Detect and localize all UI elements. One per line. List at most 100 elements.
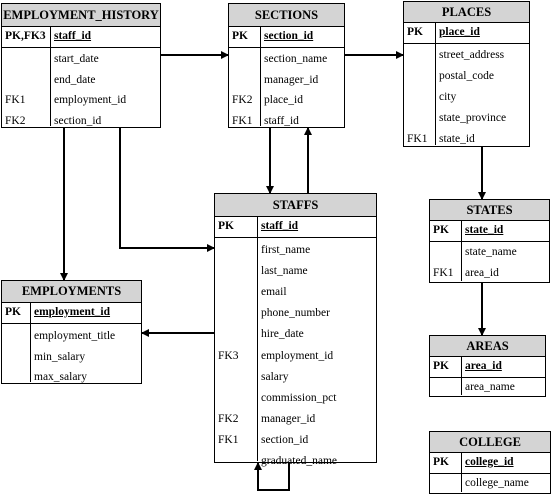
places-title: PLACES — [404, 2, 529, 23]
employments-fields: employment_title min_salary max_salary — [2, 324, 141, 383]
column-divider — [30, 324, 31, 382]
sections-pk-row: PK section_id — [229, 27, 344, 48]
pk-field-name: state_id — [465, 224, 504, 236]
pk-key-label: PK — [407, 26, 423, 38]
pk-field-name: staff_id — [54, 30, 92, 42]
field-name: staff_id — [264, 114, 299, 127]
field-name: section_name — [264, 53, 328, 65]
field-name: employment_id — [261, 349, 334, 362]
employments-pk-row: PK employment_id — [2, 303, 141, 324]
field-key-label: FK1 — [232, 114, 253, 127]
states-pk-row: PK state_id — [430, 221, 549, 242]
areas-title: AREAS — [430, 336, 545, 357]
column-divider — [461, 357, 462, 377]
field-name: first_name — [261, 244, 311, 256]
column-divider — [461, 453, 462, 473]
areas-pk-row: PK area_id — [430, 357, 545, 378]
field-name: email — [261, 286, 287, 299]
column-divider — [257, 238, 258, 461]
field-key-label: FK1 — [218, 433, 239, 446]
rel-emphistory-staffs — [119, 128, 215, 252]
column-divider — [30, 303, 31, 323]
states-title: STATES — [430, 200, 549, 221]
field-name: employment_title — [34, 330, 116, 342]
staffs-pk-row: PK staff_id — [215, 217, 376, 238]
pk-key-label: PK — [218, 220, 234, 232]
field-name: state_name — [465, 246, 517, 258]
field-key-label: FK3 — [218, 349, 239, 362]
areas-fields: area_name — [430, 378, 545, 395]
column-divider — [50, 27, 51, 47]
field-name: postal_code — [439, 70, 494, 82]
field-name: state_id — [439, 133, 475, 145]
entity-college[interactable]: COLLEGE PK college_id college_name — [429, 431, 551, 494]
field-name: place_id — [264, 94, 303, 106]
field-name: min_salary — [34, 350, 86, 363]
field-name: area_name — [465, 381, 515, 393]
field-name: section_id — [261, 433, 309, 446]
pk-field-name: college_id — [465, 456, 514, 468]
entity-areas[interactable]: AREAS PK area_id area_name — [429, 335, 546, 397]
field-name: commission_pct — [261, 391, 337, 404]
places-pk-row: PK place_id — [404, 23, 529, 44]
column-divider — [257, 217, 258, 237]
column-divider — [260, 27, 261, 47]
column-divider — [50, 48, 51, 126]
column-divider — [461, 242, 462, 281]
pk-key-label: PK — [5, 306, 21, 318]
field-name: college_name — [465, 477, 529, 489]
staffs-title: STAFFS — [215, 194, 376, 217]
pk-key-label: PK — [433, 360, 449, 372]
employment-history-title: EMPLOYMENT_HISTORY — [2, 4, 160, 27]
column-divider — [461, 378, 462, 395]
field-name: phone_number — [261, 307, 330, 320]
field-name: city — [439, 91, 457, 103]
field-key-label: FK1 — [407, 133, 428, 145]
field-name: employment_id — [54, 94, 127, 106]
field-name: area_id — [465, 267, 499, 279]
column-divider — [435, 23, 436, 43]
column-divider — [260, 48, 261, 126]
pk-key-label: PK — [433, 456, 449, 468]
entity-places[interactable]: PLACES PK place_id street_address postal_cod… — [403, 1, 530, 147]
field-key-label: FK2 — [218, 412, 239, 425]
field-name: state_province — [439, 112, 507, 124]
college-pk-row: PK college_id — [430, 453, 550, 474]
field-name: last_name — [261, 265, 308, 278]
column-divider — [461, 221, 462, 241]
pk-key-label: PK — [232, 30, 248, 42]
field-name: salary — [261, 370, 289, 383]
field-name: max_salary — [34, 371, 88, 383]
college-fields: college_name — [430, 474, 550, 492]
pk-key-label: PK — [433, 224, 449, 236]
pk-field-name: employment_id — [34, 306, 111, 318]
rel-staffs-self — [254, 462, 290, 491]
field-name: section_id — [54, 114, 102, 127]
pk-field-name: section_id — [264, 30, 314, 42]
field-name: graduated_name — [261, 455, 337, 467]
field-name: end_date — [54, 73, 96, 86]
college-title: COLLEGE — [430, 432, 550, 453]
field-key-label: FK1 — [433, 267, 454, 279]
field-name: street_address — [439, 49, 505, 61]
pk-field-name: staff_id — [261, 220, 299, 232]
pk-field-name: area_id — [465, 360, 502, 372]
field-key-label: FK1 — [5, 94, 26, 106]
field-name: manager_id — [261, 412, 316, 425]
field-name: hire_date — [261, 328, 304, 341]
pk-field-name: place_id — [439, 26, 480, 38]
column-divider — [461, 474, 462, 492]
field-key-label: FK2 — [5, 114, 26, 127]
employments-title: EMPLOYMENTS — [2, 281, 141, 303]
column-divider — [435, 44, 436, 145]
